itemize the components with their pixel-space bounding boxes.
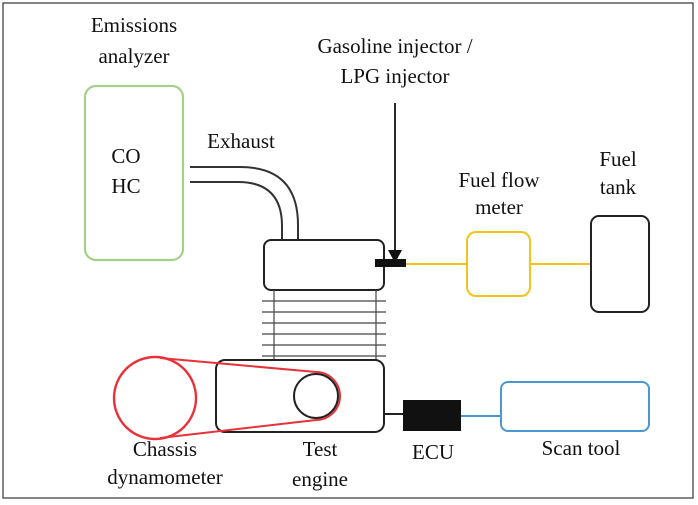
injector-arrow-head — [388, 250, 402, 263]
fuel-tank-label-line1: Fuel — [599, 147, 637, 171]
chassis-dynamometer-label-line1: Chassis — [133, 437, 197, 461]
test-engine-label-line1: Test — [303, 437, 338, 461]
chassis-dynamometer-roller — [112, 355, 198, 441]
scan-tool-label: Scan tool — [542, 436, 621, 460]
fuel-flow-meter-label-line1: Fuel flow — [458, 168, 540, 192]
ecu-box — [403, 400, 461, 431]
analyzer-gas-hc: HC — [111, 174, 140, 198]
test-engine-label-line2: engine — [292, 467, 348, 491]
exhaust-pipe-inner — [190, 181, 283, 240]
analyzer-gas-co: CO — [111, 144, 140, 168]
scan-tool-box — [500, 381, 650, 432]
fuel-flow-meter-box — [466, 231, 531, 297]
emissions-analyzer-label-line2: analyzer — [98, 44, 169, 68]
fuel-tank-label-line2: tank — [600, 175, 637, 199]
exhaust-pipe-outer — [190, 166, 299, 240]
injector-label-line1: Gasoline injector / — [317, 34, 472, 58]
emissions-analyzer-box — [83, 84, 185, 262]
injector-label-line2: LPG injector — [340, 64, 449, 88]
fuel-injector — [375, 259, 406, 267]
engine-crankcase — [215, 359, 385, 433]
fuel-flow-meter-label-line2: meter — [475, 195, 523, 219]
chassis-dynamometer-label-line2: dynamometer — [107, 465, 222, 489]
engine-head — [263, 239, 385, 291]
figure-frame — [2, 2, 694, 499]
ecu-label: ECU — [412, 440, 454, 464]
drive-belt — [159, 357, 341, 439]
engine-pulley — [293, 373, 339, 419]
fuel-tank-box — [590, 215, 650, 313]
exhaust-label: Exhaust — [207, 129, 275, 153]
engine-cooling-fins — [262, 290, 386, 360]
emissions-analyzer-label-line1: Emissions — [91, 13, 177, 37]
